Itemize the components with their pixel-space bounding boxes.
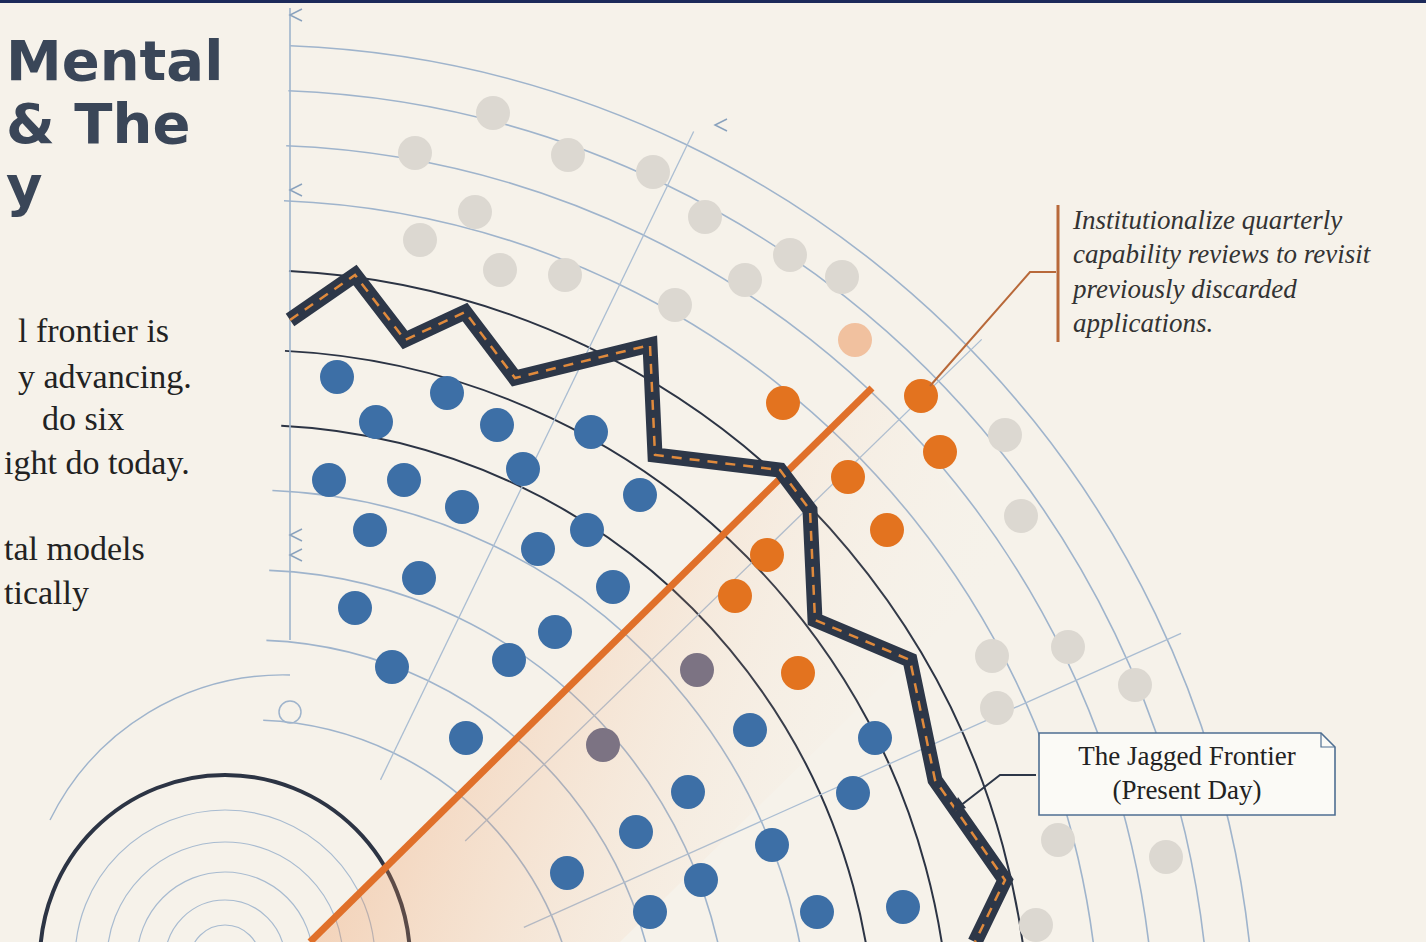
body-text: tal models (4, 530, 145, 567)
frontier-arrowhead (952, 797, 966, 812)
body-text: tically (4, 574, 89, 611)
body-text: y advancing. (18, 358, 192, 395)
body-text: l frontier is (18, 312, 169, 349)
frontier-leader (960, 775, 1036, 806)
callout-bracket (1057, 205, 1060, 342)
jagged-frontier (290, 275, 1005, 942)
top-rule (0, 0, 1426, 3)
faded-dots (586, 653, 714, 762)
callout-leader (930, 272, 1056, 386)
body-text: ight do today. (4, 444, 190, 481)
faded-orange-dot (838, 323, 872, 357)
slide-title: Mental & The y (6, 30, 236, 218)
label-box: The Jagged Frontier (Present Day) (1038, 732, 1336, 816)
frontier-dashes (290, 275, 1005, 942)
body-text: do six (42, 400, 124, 437)
callout-note: Institutionalize quarterly capability re… (1073, 203, 1398, 340)
box-label: The Jagged Frontier (Present Day) (1050, 740, 1324, 808)
